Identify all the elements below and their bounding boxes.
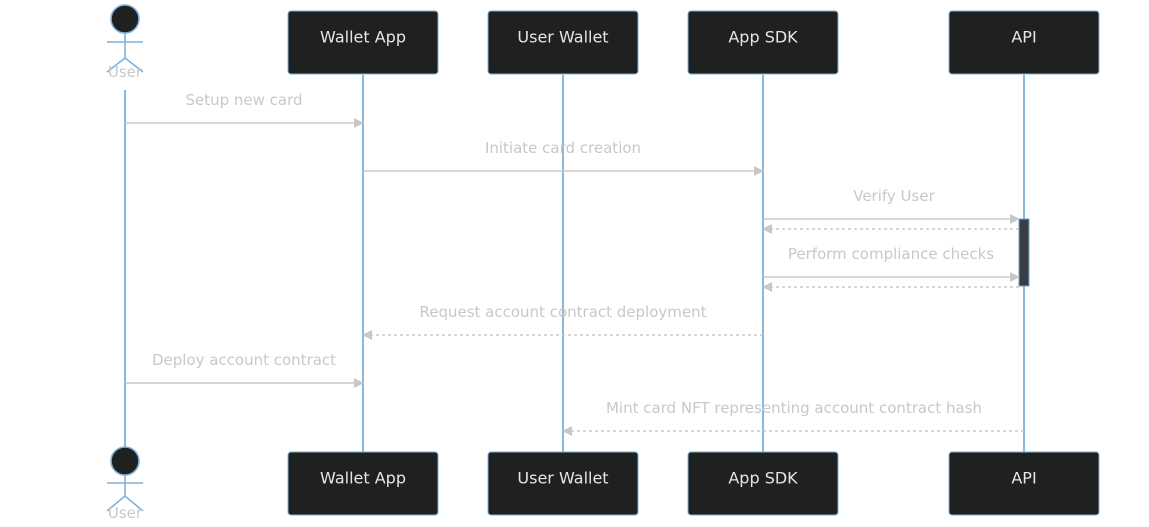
message-compliance-checks: Perform compliance checks xyxy=(763,245,1020,282)
lifelines xyxy=(124,75,1025,455)
participant-user-wallet-bottom: User Wallet xyxy=(487,451,639,516)
message-label: Initiate card creation xyxy=(485,139,641,157)
message-label: Request account contract deployment xyxy=(419,303,706,321)
participant-label: Wallet App xyxy=(320,28,406,47)
participant-label: App SDK xyxy=(728,469,798,488)
actor-head-icon xyxy=(110,446,140,476)
message-label: Verify User xyxy=(853,187,935,205)
message-setup-new-card: Setup new card xyxy=(125,91,364,128)
participant-app-sdk-bottom: App SDK xyxy=(687,451,839,516)
actor-user-top: User xyxy=(106,4,144,81)
participant-label: App SDK xyxy=(728,28,798,47)
participant-label: Wallet App xyxy=(320,469,406,488)
messages: Setup new card Initiate card creation Ve… xyxy=(125,91,1024,436)
message-label: Setup new card xyxy=(185,91,302,109)
actor-head-icon xyxy=(110,4,140,34)
message-verify-user: Verify User xyxy=(763,187,1020,224)
message-label: Mint card NFT representing account contr… xyxy=(606,399,982,417)
participant-wallet-app-bottom: Wallet App xyxy=(287,451,439,516)
participant-wallet-app-top: Wallet App xyxy=(287,10,439,75)
message-request-deployment: Request account contract deployment xyxy=(362,303,763,340)
message-label: Deploy account contract xyxy=(152,351,336,369)
participant-api-top: API xyxy=(948,10,1100,75)
participant-label: User Wallet xyxy=(517,28,608,47)
participant-api-bottom: API xyxy=(948,451,1100,516)
message-deploy-account-contract: Deploy account contract xyxy=(125,351,364,388)
message-initiate-card-creation: Initiate card creation xyxy=(363,139,764,176)
message-label: Perform compliance checks xyxy=(788,245,994,263)
actor-label-user-bottom: User xyxy=(108,504,143,522)
participant-label: API xyxy=(1011,28,1036,47)
participant-label: User Wallet xyxy=(517,469,608,488)
participant-label: API xyxy=(1011,469,1036,488)
top-participants: User Wallet App User Wallet App SDK API xyxy=(106,4,1100,81)
message-mint-card-nft: Mint card NFT representing account contr… xyxy=(562,399,1024,436)
actor-user-bottom: User xyxy=(106,446,144,522)
participant-app-sdk-top: App SDK xyxy=(687,10,839,75)
participant-user-wallet-top: User Wallet xyxy=(487,10,639,75)
bottom-participants: User Wallet App User Wallet App SDK API xyxy=(106,446,1100,522)
actor-label-user-top: User xyxy=(108,63,143,81)
api-activation-bar xyxy=(1018,218,1030,287)
